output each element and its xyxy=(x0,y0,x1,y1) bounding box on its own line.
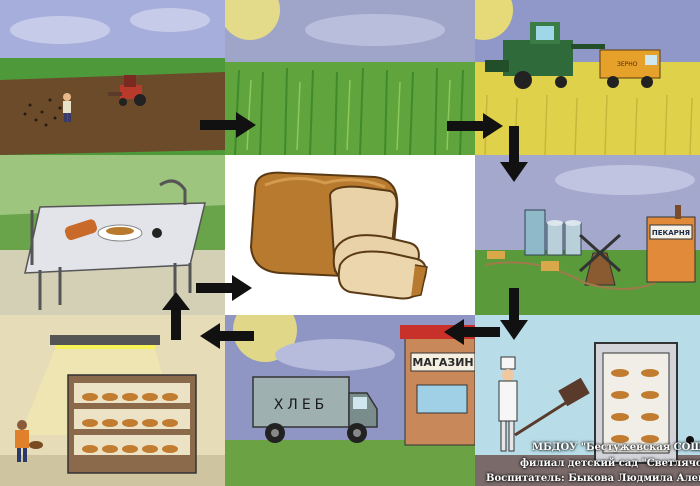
truck-sign: ХЛЕБ xyxy=(274,397,329,413)
panel-bread-center xyxy=(225,155,475,315)
arrow-up-1 xyxy=(162,292,190,340)
arrow-right-1 xyxy=(200,112,256,138)
green-field-illustration xyxy=(225,0,475,155)
arrow-down-2 xyxy=(500,288,528,340)
arrow-left-2 xyxy=(200,323,254,349)
credit-line-teacher: Воспитатель: Быкова Людмила Алексеевна xyxy=(486,473,700,484)
credit-line-school: МБДОУ "Бестужевская СОШ" xyxy=(532,442,700,453)
delivery-store-illustration: МАГАЗИН ХЛЕБ xyxy=(225,315,475,486)
credit-line-kindergarten: филиал детский сад "Светлячок" xyxy=(520,458,700,469)
table-illustration xyxy=(0,155,225,315)
bakery-interior-illustration xyxy=(0,315,225,486)
bakery-sign: ПЕКАРНЯ xyxy=(652,229,690,237)
panel-baker-oven xyxy=(475,315,700,486)
panel-delivery-store: МАГАЗИН ХЛЕБ xyxy=(225,315,475,486)
panel-harvest: ЗЕРНО xyxy=(475,0,700,155)
panel-sowing xyxy=(0,0,225,155)
arrow-left-1 xyxy=(444,319,500,345)
panel-bakery-interior xyxy=(0,315,225,486)
panel-table-meal xyxy=(0,155,225,315)
combine-bunker-label: ЗЕРНО xyxy=(617,61,638,68)
harvest-illustration: ЗЕРНО xyxy=(475,0,700,155)
baker-oven-illustration xyxy=(475,315,700,486)
arrow-right-3 xyxy=(196,275,252,301)
bread-loaf-illustration xyxy=(249,171,428,300)
sowing-illustration xyxy=(0,0,225,155)
arrow-right-2 xyxy=(447,113,503,139)
store-sign: МАГАЗИН xyxy=(412,356,473,369)
panel-growing-field xyxy=(225,0,475,155)
arrow-down-1 xyxy=(500,126,528,182)
